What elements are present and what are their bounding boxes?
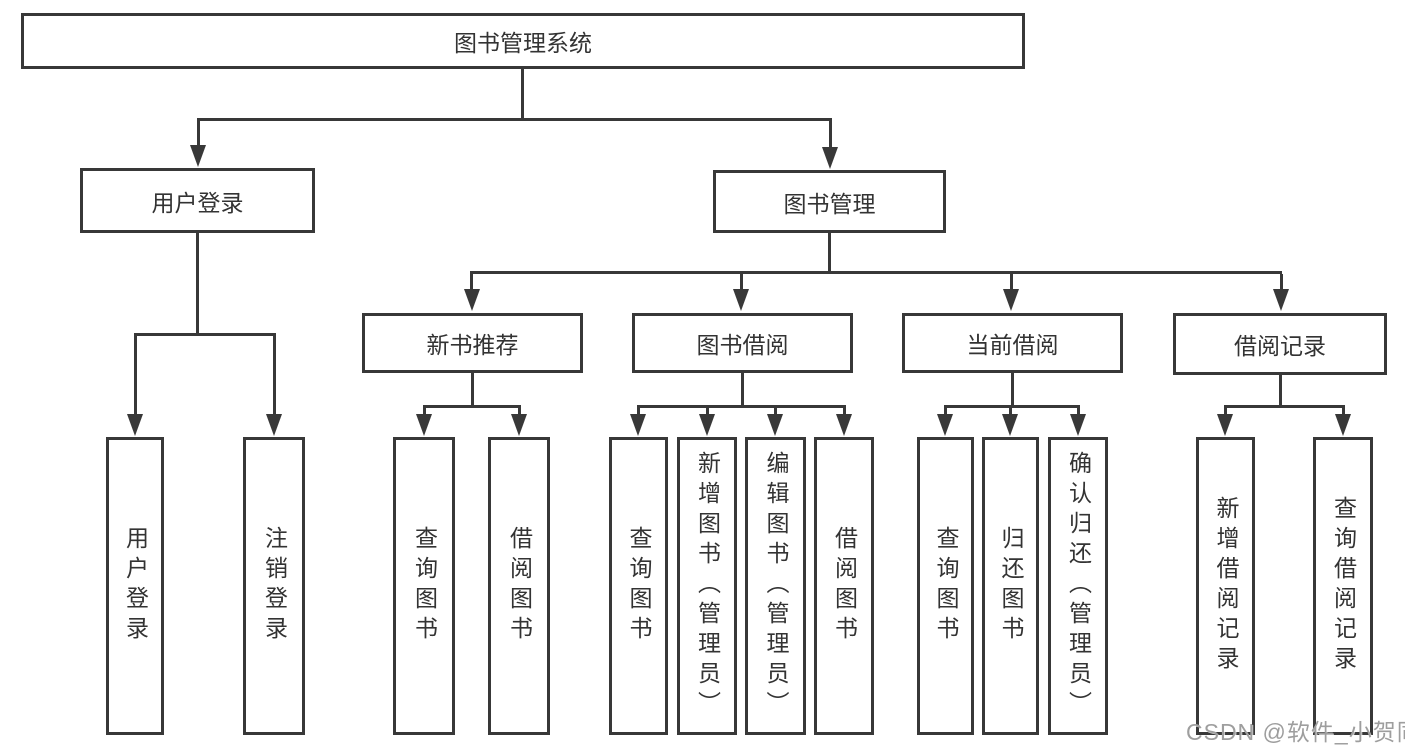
connector-drop — [273, 336, 276, 418]
connector-drop — [637, 408, 640, 418]
connector-drop — [1280, 274, 1283, 292]
node-book-management: 图书管理 — [713, 170, 946, 233]
connector-bookborrow-trunk — [741, 373, 744, 408]
arrow-down-icon — [836, 414, 852, 436]
arrow-down-icon — [1003, 289, 1019, 311]
arrow-down-icon — [733, 289, 749, 311]
arrow-down-icon — [1070, 414, 1086, 436]
arrow-down-icon — [630, 414, 646, 436]
connector-bookmgmt-bar — [470, 271, 1282, 274]
arrow-down-icon — [767, 414, 783, 436]
arrow-down-icon — [266, 414, 282, 436]
leaf-borrow-add-books-admin: 新增图书（管理员） — [677, 437, 737, 735]
leaf-logout: 注销登录 — [243, 437, 305, 735]
leaf-user-login: 用户登录 — [106, 437, 164, 735]
leaf-current-query-books: 查询图书 — [917, 437, 974, 735]
connector-drop — [740, 274, 743, 292]
connector-drop — [843, 408, 846, 418]
node-borrow-records: 借阅记录 — [1173, 313, 1387, 375]
leaf-current-return-books: 归还图书 — [982, 437, 1039, 735]
connector-drop — [470, 274, 473, 292]
connector-userlogin-bar — [134, 333, 276, 336]
node-root-library-system: 图书管理系统 — [21, 13, 1025, 69]
connector-drop — [706, 408, 709, 418]
arrow-down-icon — [822, 147, 838, 169]
arrow-down-icon — [416, 414, 432, 436]
arrow-down-icon — [937, 414, 953, 436]
leaf-borrow-edit-books-admin: 编辑图书（管理员） — [745, 437, 806, 735]
connector-bookborrow-bar — [637, 405, 846, 408]
arrow-down-icon — [511, 414, 527, 436]
connector-drop — [774, 408, 777, 418]
connector-drop — [1009, 408, 1012, 418]
connector-bookmgmt-trunk — [828, 233, 831, 274]
leaf-records-query-record: 查询借阅记录 — [1313, 437, 1373, 735]
arrow-down-icon — [1335, 414, 1351, 436]
connector-drop — [423, 408, 426, 418]
connector-drop — [944, 408, 947, 418]
connector-root-trunk — [521, 69, 524, 120]
connector-currentborrow-bar — [944, 405, 1080, 408]
connector-userlogin-trunk — [196, 233, 199, 336]
arrow-down-icon — [127, 414, 143, 436]
leaf-newbook-query-books: 查询图书 — [393, 437, 455, 735]
connector-currentborrow-trunk — [1011, 373, 1014, 408]
connector-newbook-trunk — [471, 373, 474, 408]
node-user-login: 用户登录 — [80, 168, 315, 233]
connector-root-bar — [197, 118, 832, 121]
arrow-down-icon — [1002, 414, 1018, 436]
connector-records-trunk — [1279, 375, 1282, 408]
connector-records-bar — [1224, 405, 1345, 408]
connector-drop — [1010, 274, 1013, 292]
node-current-borrow: 当前借阅 — [902, 313, 1123, 373]
connector-drop — [518, 408, 521, 418]
arrow-down-icon — [1217, 414, 1233, 436]
connector-newbook-bar — [423, 405, 521, 408]
connector-drop — [1224, 408, 1227, 418]
node-new-book-recommend: 新书推荐 — [362, 313, 583, 373]
connector-drop — [1342, 408, 1345, 418]
node-book-borrow: 图书借阅 — [632, 313, 853, 373]
leaf-borrow-query-books: 查询图书 — [609, 437, 668, 735]
arrow-down-icon — [1273, 289, 1289, 311]
leaf-records-add-record: 新增借阅记录 — [1196, 437, 1255, 735]
arrow-down-icon — [699, 414, 715, 436]
leaf-newbook-borrow-books: 借阅图书 — [488, 437, 550, 735]
connector-root-left-drop — [197, 121, 200, 150]
leaf-current-confirm-return-admin: 确认归还（管理员） — [1048, 437, 1108, 735]
csdn-watermark: CSDN @软件_小贺同学 — [1186, 719, 1405, 745]
arrow-down-icon — [464, 289, 480, 311]
connector-drop — [134, 336, 137, 418]
connector-drop — [1077, 408, 1080, 418]
arrow-down-icon — [190, 145, 206, 167]
connector-root-right-drop — [829, 121, 832, 150]
leaf-borrow-borrow-books: 借阅图书 — [814, 437, 874, 735]
